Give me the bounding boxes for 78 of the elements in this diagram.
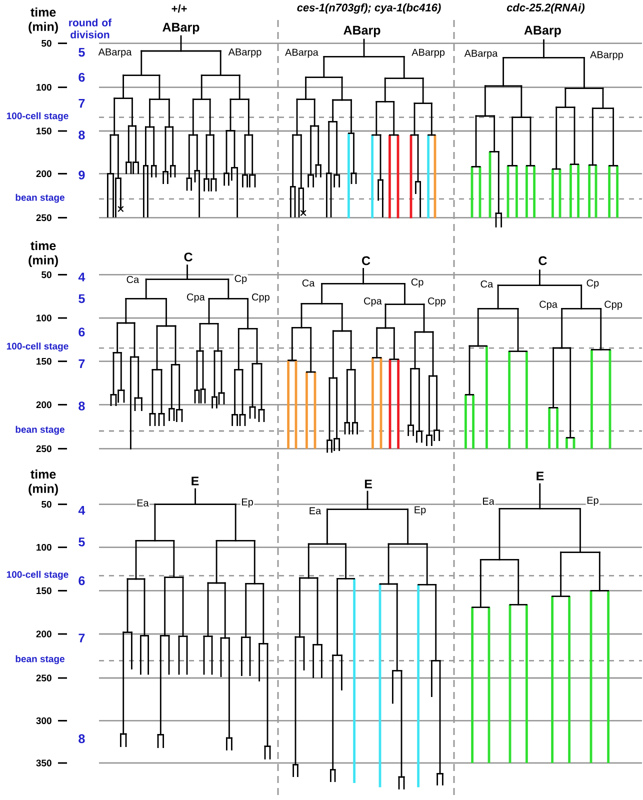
cell-label: Cpp: [426, 296, 447, 308]
round-number: 5: [78, 48, 85, 57]
tick-label: 250: [36, 674, 52, 682]
round-number: 8: [78, 130, 85, 140]
cell-label: Cp: [586, 278, 600, 290]
cell-label: Cp: [234, 274, 248, 285]
tick-label: 250: [36, 214, 52, 222]
round-number: 7: [78, 359, 85, 368]
cell-label: Ep: [240, 498, 254, 508]
tick-label: 50: [42, 271, 52, 278]
cell-label: ABarpp: [228, 48, 262, 58]
cell-label: Ca: [126, 275, 140, 284]
cell-label: Cpp: [250, 292, 271, 304]
round-number: 6: [78, 576, 85, 586]
cell-label: C: [184, 252, 192, 262]
cell-label: E: [536, 472, 544, 480]
tick-label: 350: [36, 760, 52, 766]
round-number: 7: [78, 99, 85, 108]
cell-label: ABarpp: [589, 50, 624, 61]
tick-label: 200: [36, 170, 52, 178]
tick-label: 100: [36, 544, 52, 551]
cell-label: Ea: [136, 498, 150, 508]
tick-label: 50: [42, 40, 52, 47]
cell-label: Cp: [410, 278, 424, 288]
column-header: cdc-25.2(RNAi): [506, 3, 584, 14]
cell-label: ABarpa: [284, 48, 320, 59]
cell-label: Cpp: [603, 300, 624, 311]
cell-label: Cpa: [186, 292, 206, 304]
column-header: ces-1(n703gf); cya-1(bc416): [297, 3, 441, 14]
round-number: 5: [78, 294, 85, 304]
axis-title: time (min): [28, 240, 58, 268]
cell-label: ABarpa: [464, 49, 498, 60]
cell-label: ABarp: [162, 22, 200, 34]
cell-label: Ca: [480, 280, 494, 288]
cell-label: ABarp: [344, 26, 380, 38]
tick-label: 200: [36, 401, 52, 408]
cell-label: Cpa: [538, 300, 558, 311]
round-number: 4: [78, 272, 86, 282]
stage-label: 100-cell stage: [6, 342, 68, 352]
cell-label: C: [538, 256, 547, 266]
axis-title: time (min): [28, 469, 58, 496]
tick-label: 100: [36, 84, 52, 91]
round-number: 7: [78, 634, 85, 642]
round-number: 6: [78, 328, 85, 336]
tick-label: 250: [36, 445, 52, 452]
tick-label: 100: [36, 314, 52, 322]
axis-title: time (min): [28, 7, 58, 34]
cell-label: Ea: [481, 497, 496, 506]
cell-label: Ep: [586, 496, 600, 507]
cell-label: ABarpa: [98, 48, 132, 58]
stage-label: 100-cell stage: [6, 112, 68, 122]
round-number: 6: [78, 72, 85, 82]
stage-label: 100-cell stage: [6, 570, 68, 580]
tick-label: 150: [36, 358, 52, 365]
cell-label: C: [362, 256, 370, 266]
stage-label: bean stage: [16, 426, 64, 435]
round-number: 4: [78, 506, 86, 515]
stage-label: bean stage: [16, 194, 64, 203]
cell-label: Ea: [308, 506, 322, 516]
round-number: 8: [78, 734, 85, 744]
tick-label: 300: [36, 717, 52, 724]
cell-label: Ca: [301, 278, 316, 288]
column-header: +/+: [172, 4, 187, 13]
cell-label: E: [364, 480, 372, 488]
cell-label: ABarpp: [410, 48, 446, 59]
tick-label: 150: [36, 587, 52, 594]
round-number: 9: [78, 170, 85, 180]
axis-subtitle: round of division: [69, 18, 112, 38]
tick-label: 200: [36, 630, 52, 638]
cell-label: ABarp: [524, 26, 561, 38]
tick-label: 150: [36, 128, 52, 134]
stage-label: bean stage: [16, 655, 64, 664]
cell-label: Ep: [413, 506, 427, 516]
round-number: 5: [78, 538, 85, 546]
cell-label: E: [192, 476, 199, 486]
tick-label: 50: [42, 500, 52, 508]
cell-label: Cpa: [362, 296, 383, 308]
round-number: 8: [78, 402, 85, 410]
